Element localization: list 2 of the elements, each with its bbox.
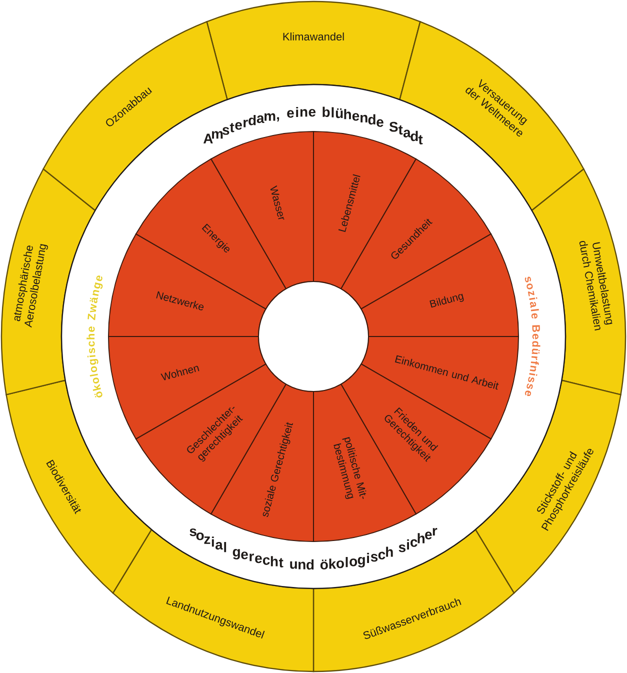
boundary-segment: Klimawandel — [206, 0, 421, 100]
center-circle — [258, 281, 369, 392]
